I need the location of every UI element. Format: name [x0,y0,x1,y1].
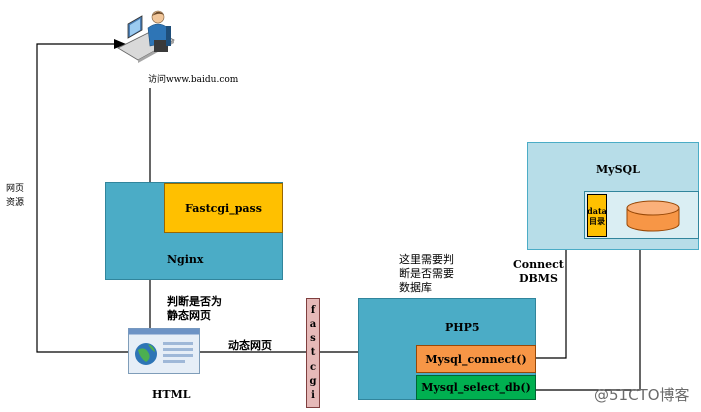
mysql-title: MySQL [596,163,640,176]
nginx-title: Nginx [167,253,204,266]
php-check-label: 这里需要判 断是否需要 数据库 [399,253,454,294]
arrowhead-to-user [114,39,126,49]
mysql-connect-label: Mysql_connect() [425,352,527,366]
connect-dbms-label: Connect DBMS [513,258,564,285]
web-resource-line [36,43,128,353]
fastcgi-pass-label: Fastcgi_pass [185,201,262,215]
static-check-label: 判断是否为 静态网页 [167,295,222,322]
html-page-icon [128,328,200,374]
fastcgi-pass-box: Fastcgi_pass [164,183,283,233]
fastcgi-letter: t [310,347,316,359]
php-title: PHP5 [445,321,480,334]
fastcgi-letter: g [309,376,317,388]
user-computer-icon [114,8,176,64]
web-resource-label: 网页 资源 [6,184,25,208]
mysql-box: MySQL data 目录 [527,142,699,250]
html-label: HTML [152,388,191,401]
fastcgi-letter: a [309,318,317,330]
mysql-storage-panel: data 目录 [584,191,699,239]
database-cylinder-icon [626,200,680,232]
user-caption: 访问www.baidu.com [148,75,239,85]
connect-to-mysql-line [530,250,567,359]
data-directory-label: data 目录 [587,205,607,226]
fastcgi-letter: i [311,390,315,402]
fastcgi-letter: f [310,304,316,316]
selectdb-to-mysql-line [530,240,641,391]
watermark-text: @51CTO博客 [594,386,690,404]
php-box: PHP5 Mysql_connect() Mysql_select_db() [358,298,536,400]
dynamic-page-label: 动态网页 [228,339,272,352]
fastcgi-bar: f a s t c g i [306,298,320,408]
mysql-select-db-box: Mysql_select_db() [416,375,536,400]
nginx-box: Fastcgi_pass Nginx [105,182,283,280]
data-directory-box: data 目录 [587,194,607,237]
fastcgi-letter: s [310,333,316,345]
fastcgi-letter: c [309,361,317,373]
mysql-connect-box: Mysql_connect() [416,345,536,373]
mysql-select-db-label: Mysql_select_db() [421,381,531,394]
